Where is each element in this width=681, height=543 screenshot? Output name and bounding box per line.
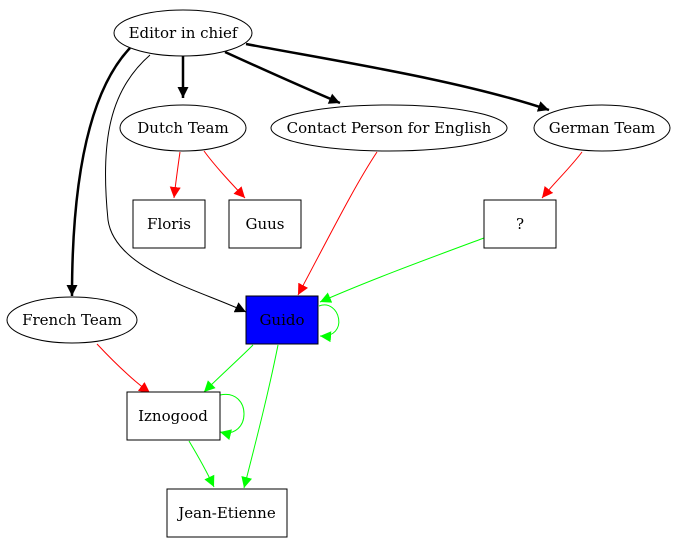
edge-guido-iznogood <box>203 344 254 393</box>
node-label: Contact Person for English <box>287 119 492 137</box>
node-guus: Guus <box>228 199 302 249</box>
node-german: German Team <box>533 104 671 152</box>
node-guido: Guido <box>245 295 319 345</box>
node-label: Guido <box>259 311 304 329</box>
edge-guido-self <box>318 304 340 343</box>
node-editor: Editor in chief <box>113 9 253 57</box>
node-label: ? <box>516 215 524 233</box>
edge-editor-french <box>66 47 131 297</box>
node-english: Contact Person for English <box>270 104 508 152</box>
node-jean: Jean-Etienne <box>166 488 288 538</box>
node-floris: Floris <box>132 199 206 249</box>
node-label: Iznogood <box>138 407 208 425</box>
node-label: Editor in chief <box>129 24 239 42</box>
node-label: French Team <box>22 311 122 329</box>
edge-french-iznogood <box>96 343 151 394</box>
node-french: French Team <box>6 296 138 344</box>
node-iznogood: Iznogood <box>126 391 221 441</box>
node-dutch: Dutch Team <box>119 104 247 152</box>
edge-editor-english <box>224 50 341 105</box>
edge-editor-guido <box>104 54 247 313</box>
node-label: Floris <box>147 215 191 233</box>
edge-dutch-guus <box>203 150 246 199</box>
edge-iznogood-self <box>219 393 245 440</box>
edge-editor-german <box>245 42 550 112</box>
edge-guido-jean <box>241 344 279 489</box>
node-label: German Team <box>549 119 656 137</box>
node-label: Jean-Etienne <box>176 504 276 522</box>
edge-dutch-floris <box>169 151 181 199</box>
node-label: Dutch Team <box>137 119 228 137</box>
edge-unknown-guido <box>319 237 485 303</box>
node-label: Guus <box>245 215 284 233</box>
node-unknown: ? <box>483 199 557 249</box>
edge-english-guido <box>297 151 378 296</box>
edge-iznogood-jean <box>188 440 215 488</box>
edge-german-unknown <box>541 151 583 199</box>
